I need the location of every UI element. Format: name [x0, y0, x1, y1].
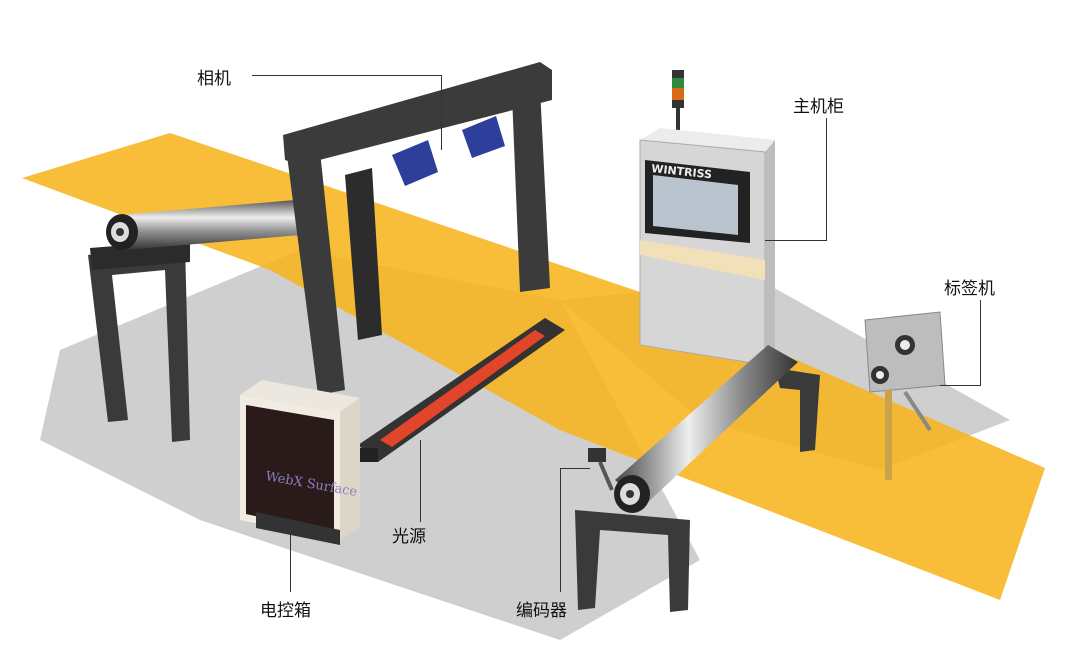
encoder-leader-line	[560, 468, 590, 469]
camera-icon	[392, 116, 505, 186]
control-box: WebX Surface	[240, 380, 360, 545]
camera-label: 相机	[197, 69, 231, 89]
web-sheet	[22, 133, 1045, 600]
light-source-bar	[358, 318, 565, 462]
light-leader-line	[420, 440, 421, 522]
labeler-machine	[864, 311, 946, 480]
rewind-roller-stand	[575, 368, 820, 612]
camera-leader-line	[441, 75, 442, 150]
host-cabinet	[639, 70, 775, 366]
cabinet-logo: WINTRISS	[651, 162, 713, 181]
encoder-leader-line	[560, 468, 561, 592]
camera-leader-line	[252, 75, 442, 76]
encoder-label: 编码器	[516, 601, 567, 621]
labeler-leader-line	[940, 385, 981, 386]
cabinet-leader-line	[765, 240, 827, 241]
unwind-roller	[106, 200, 300, 250]
light-source-label: 光源	[392, 527, 426, 547]
encoder-icon	[588, 448, 614, 491]
host-cabinet-label: 主机柜	[793, 97, 844, 117]
cabinet-leader-line	[826, 118, 827, 240]
labeler-leader-line	[980, 300, 981, 386]
rewind-roller	[614, 345, 798, 513]
labeler-label: 标签机	[944, 279, 995, 299]
control-box-leader-line	[290, 520, 291, 592]
camera-gantry	[283, 62, 552, 395]
control-box-label: 电控箱	[260, 601, 311, 621]
